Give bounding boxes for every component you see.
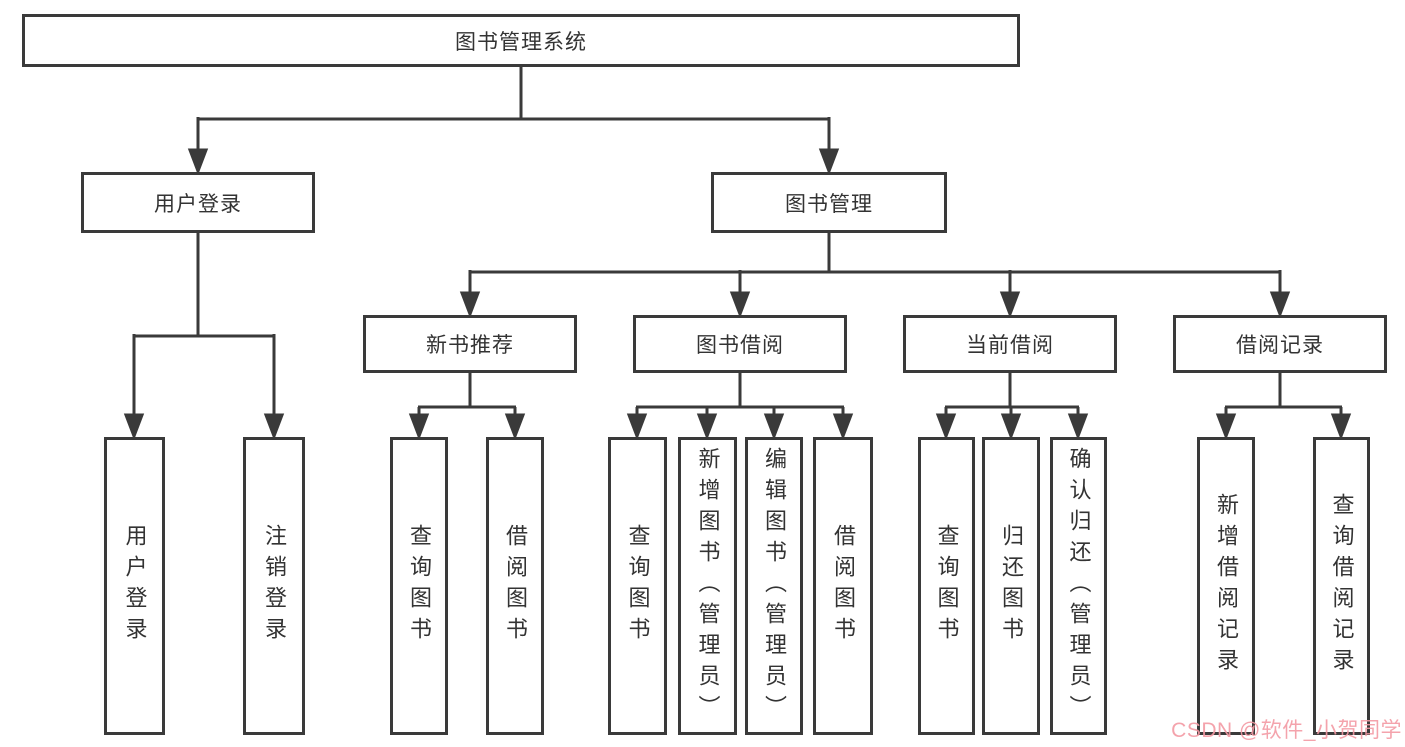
leaf-label: 借阅图书 bbox=[503, 524, 528, 648]
arrowhead-down bbox=[832, 413, 854, 441]
connector-book-management-to-sections bbox=[459, 233, 1291, 319]
arrowhead-down bbox=[459, 291, 481, 319]
arrowhead-down bbox=[626, 413, 648, 441]
leaf-label: 注销登录 bbox=[262, 524, 287, 648]
connector-book-borrow-to-leaves bbox=[626, 373, 854, 441]
node-label: 当前借阅 bbox=[966, 334, 1054, 357]
leaf-return-books: 归还图书 bbox=[982, 437, 1040, 735]
arrowhead-down bbox=[1269, 291, 1291, 319]
connector-borrow-record-to-leaves bbox=[1215, 373, 1352, 441]
leaf-borrow-books: 借阅图书 bbox=[813, 437, 873, 735]
leaf-query-books-recommend: 查询图书 bbox=[390, 437, 448, 735]
csdn-watermark: CSDN @软件_小贺同学 bbox=[1171, 719, 1402, 742]
node-label: 图书管理 bbox=[785, 192, 873, 216]
arrowhead-down bbox=[999, 291, 1021, 319]
connector-current-borrow-to-leaves bbox=[935, 373, 1089, 441]
arrowhead-down bbox=[123, 413, 145, 441]
leaf-label: 归还图书 bbox=[999, 524, 1024, 648]
node-root-library-management-system: 图书管理系统 bbox=[22, 14, 1020, 67]
arrowhead-down bbox=[696, 413, 718, 441]
arrowhead-down bbox=[1330, 413, 1352, 441]
leaf-label: 新增图书（管理员） bbox=[695, 446, 721, 726]
leaf-add-books-admin: 新增图书（管理员） bbox=[678, 437, 737, 735]
node-current-borrow: 当前借阅 bbox=[903, 315, 1117, 373]
arrowhead-down bbox=[763, 413, 785, 441]
arrowhead-down bbox=[818, 148, 840, 176]
leaf-borrow-books-recommend: 借阅图书 bbox=[486, 437, 544, 735]
leaf-query-books-current: 查询图书 bbox=[918, 437, 975, 735]
node-new-book-recommend: 新书推荐 bbox=[363, 315, 577, 373]
arrowhead-down bbox=[187, 148, 209, 176]
node-label: 借阅记录 bbox=[1236, 334, 1324, 357]
node-label: 用户登录 bbox=[154, 192, 242, 216]
leaf-query-books-borrow: 查询图书 bbox=[608, 437, 667, 735]
leaf-label: 查询借阅记录 bbox=[1329, 493, 1355, 679]
arrowhead-down bbox=[935, 413, 957, 441]
arrowhead-down bbox=[263, 413, 285, 441]
node-book-borrow: 图书借阅 bbox=[633, 315, 847, 373]
node-book-management: 图书管理 bbox=[711, 172, 947, 233]
leaf-label: 查询图书 bbox=[625, 524, 651, 648]
arrowhead-down bbox=[1067, 413, 1089, 441]
arrowhead-down bbox=[729, 291, 751, 319]
connector-new-book-recommend-to-leaves bbox=[408, 373, 526, 441]
leaf-label: 查询图书 bbox=[934, 524, 960, 648]
arrowhead-down bbox=[408, 413, 430, 441]
arrowhead-down bbox=[1215, 413, 1237, 441]
leaf-label: 借阅图书 bbox=[831, 524, 856, 648]
leaf-logout: 注销登录 bbox=[243, 437, 305, 735]
connector-user-login-to-leaves bbox=[123, 233, 285, 441]
leaf-label: 用户登录 bbox=[122, 524, 148, 648]
leaf-user-login: 用户登录 bbox=[104, 437, 165, 735]
leaf-label: 查询图书 bbox=[407, 524, 432, 648]
node-label: 图书借阅 bbox=[696, 334, 784, 357]
node-user-login: 用户登录 bbox=[81, 172, 315, 233]
arrowhead-down bbox=[1000, 413, 1022, 441]
leaf-query-borrow-record: 查询借阅记录 bbox=[1313, 437, 1370, 735]
leaf-add-borrow-record: 新增借阅记录 bbox=[1197, 437, 1255, 735]
connector-root-to-level2 bbox=[187, 67, 840, 176]
node-label: 图书管理系统 bbox=[455, 30, 587, 54]
leaf-label: 编辑图书（管理员） bbox=[762, 446, 787, 726]
leaf-confirm-return-admin: 确认归还（管理员） bbox=[1050, 437, 1107, 735]
leaf-label: 确认归还（管理员） bbox=[1066, 446, 1092, 726]
leaf-label: 新增借阅记录 bbox=[1214, 493, 1239, 679]
arrowhead-down bbox=[504, 413, 526, 441]
leaf-edit-books-admin: 编辑图书（管理员） bbox=[745, 437, 803, 735]
node-label: 新书推荐 bbox=[426, 334, 514, 357]
node-borrow-record: 借阅记录 bbox=[1173, 315, 1387, 373]
